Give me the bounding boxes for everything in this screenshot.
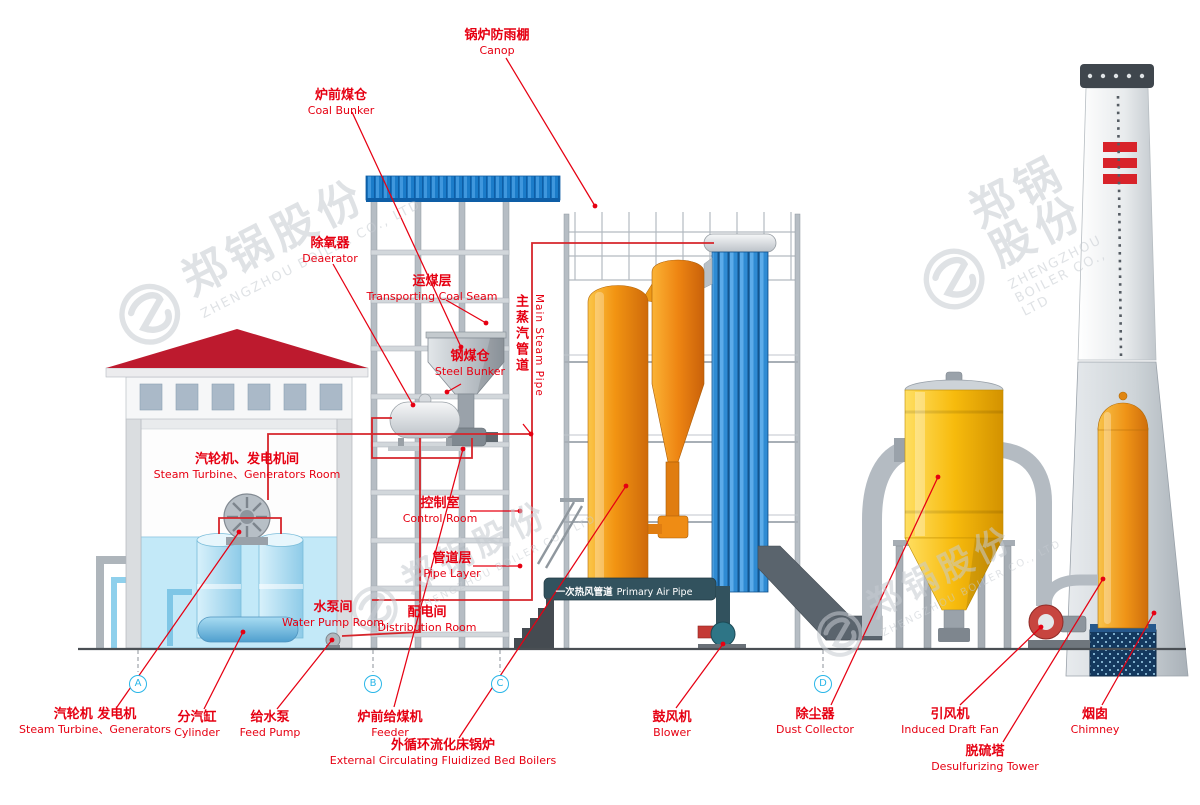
steam-piping: [218, 242, 714, 637]
label-dust-collector: 除尘器 Dust Collector: [776, 707, 854, 736]
label-feed-pump: 给水泵 Feed Pump: [239, 710, 301, 739]
label-turbine-generators-room: 汽轮机、发电机间 Steam Turbine、Generators Room: [153, 452, 341, 481]
axis-marker-c: C: [491, 675, 509, 693]
coal-tower: [365, 175, 561, 649]
label-steam-turbine-generators: 汽轮机 发电机 Steam Turbine、Generators: [19, 707, 171, 736]
axis-marker-b: B: [364, 675, 382, 693]
label-canopy: 锅炉防雨棚 Canop: [464, 28, 530, 57]
label-induced-draft-fan: 引风机 Induced Draft Fan: [901, 707, 999, 736]
ground-line: [78, 647, 1186, 672]
turbine-building: [96, 329, 369, 650]
label-control-room: 控制室 Control Room: [402, 496, 478, 525]
boiler-island: [514, 212, 801, 649]
label-chimney: 烟囱 Chimney: [1070, 707, 1120, 736]
label-water-pump-room: 水泵间 Water Pump Room: [282, 600, 384, 629]
label-distribution-room: 配电间 Distribution Room: [377, 605, 477, 634]
label-transporting-coal-seam: 运煤层 Transporting Coal Seam: [366, 274, 498, 303]
label-ecfb-boiler: 外循环流化床锅炉 External Circulating Fluidized …: [329, 738, 557, 767]
desulfurizing-tower-structure: [1089, 391, 1157, 677]
axis-marker-d: D: [814, 675, 832, 693]
leader-dots: [236, 203, 1157, 647]
label-pipe-layer: 管道层 Pipe Layer: [423, 551, 481, 580]
label-cylinder: 分汽缸 Cylinder: [174, 710, 220, 739]
label-deaerator: 除氧器 Deaerator: [302, 236, 358, 265]
label-feeder: 炉前给煤机 Feeder: [357, 710, 423, 739]
id-fan-structure: [1028, 574, 1098, 648]
label-main-steam-pipe: 主蒸汽管道 Main Steam Pipe: [513, 294, 545, 397]
label-steel-bunker: 钢煤仓 Steel Bunker: [434, 349, 506, 378]
label-blower: 鼓风机 Blower: [652, 710, 692, 739]
axis-marker-a: A: [129, 675, 147, 693]
label-coal-bunker: 炉前煤仓 Coal Bunker: [307, 88, 375, 117]
dust-collector-structure: [893, 371, 1015, 649]
label-desulfurizing-tower: 脱硫塔 Desulfurizing Tower: [931, 744, 1039, 773]
